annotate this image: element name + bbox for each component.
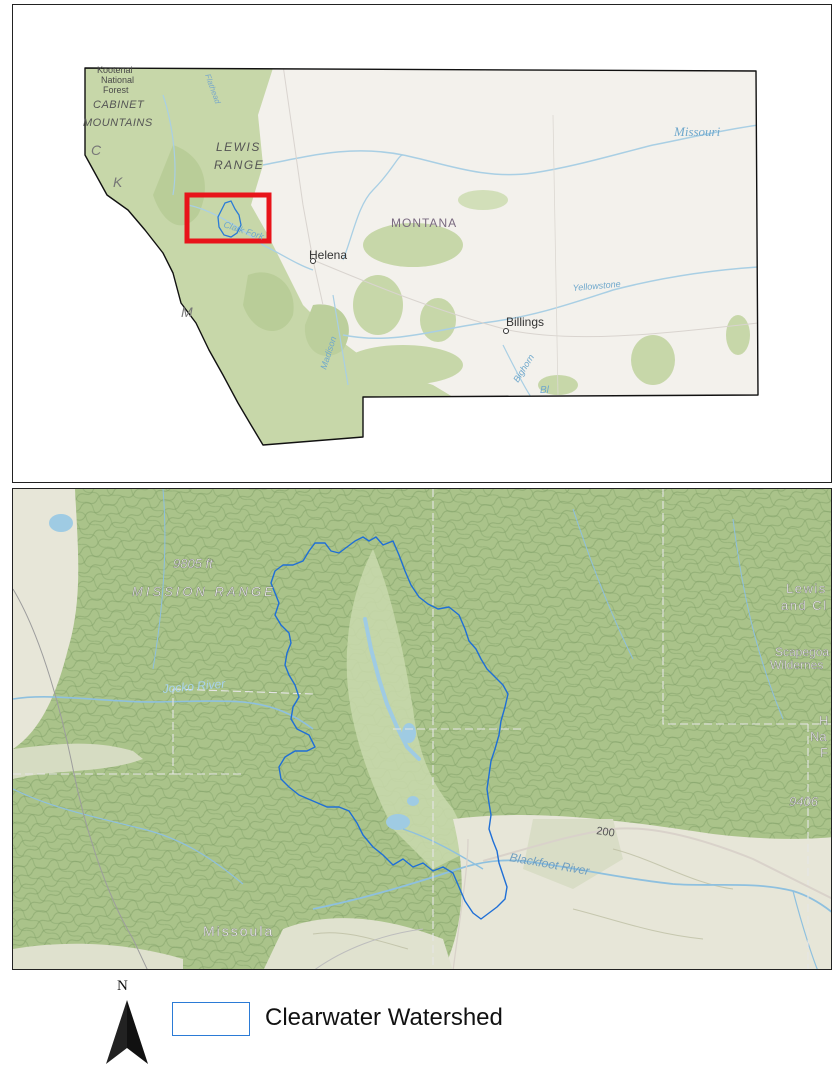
cabinet-label-1: CABINET bbox=[93, 99, 145, 111]
missouri-label: Missouri bbox=[673, 124, 721, 139]
kootenai-label-3: Forest bbox=[103, 85, 129, 95]
missoula-label: Missoula bbox=[203, 923, 274, 939]
svg-text:Lewis and Cl: Lewis and Cl bbox=[781, 581, 832, 613]
peak-9805-label: 9805 ft bbox=[173, 556, 214, 571]
jocko-river-label: Jocko River bbox=[161, 676, 227, 696]
chain-of-lakes bbox=[363, 617, 421, 761]
lewis-clark-label-1: Lewis bbox=[786, 581, 827, 596]
north-arrow-icon bbox=[106, 1000, 148, 1064]
helena-nf-label-1: H bbox=[819, 713, 828, 728]
mission-range-label: MISSION RANGE bbox=[132, 584, 276, 599]
svg-text:H Na F: H Na F bbox=[810, 713, 832, 760]
overview-map-panel: Kootenai National Forest CABINET MOUNTAI… bbox=[12, 4, 832, 483]
helena-nf-label-3: F bbox=[820, 745, 828, 760]
svg-text:CABINET MOUNTAINS: CABINET MOUNTAINS bbox=[83, 99, 153, 129]
detail-map-panel: 9805 ft MISSION RANGE Jocko River Blackf… bbox=[12, 488, 832, 970]
mission-valley bbox=[13, 489, 79, 749]
cabinet-label-2: MOUNTAINS bbox=[83, 117, 153, 129]
route-200-label: 200 bbox=[596, 825, 616, 839]
lewis-label-1: LEWIS bbox=[216, 140, 261, 154]
study-area-highlight-box bbox=[184, 192, 272, 244]
edge-letter-k: K bbox=[113, 174, 123, 190]
lake-northwest bbox=[49, 514, 73, 532]
blackfoot-river bbox=[312, 859, 831, 913]
kootenai-label-1: Kootenai bbox=[97, 65, 133, 75]
yellowstone-river bbox=[342, 266, 758, 340]
overview-map: Kootenai National Forest CABINET MOUNTAI… bbox=[83, 65, 759, 446]
svg-text:Kootenai National: Kootenai National Forest bbox=[97, 65, 137, 95]
kootenai-label-2: National bbox=[101, 75, 134, 85]
watershed-overview-outline bbox=[217, 200, 242, 238]
billings-marker bbox=[503, 328, 509, 334]
missouri-river bbox=[262, 124, 758, 176]
peak-9406-label: 9406 bbox=[789, 794, 819, 809]
scapegoat-label-1: Scapegoa bbox=[775, 645, 829, 659]
montana-label: MONTANA bbox=[391, 216, 457, 230]
svg-text:C K M: C K M bbox=[91, 142, 194, 320]
svg-text:Scapegoa Wildernes: Scapegoa Wildernes bbox=[770, 645, 832, 672]
clearwater-watershed-boundary bbox=[270, 536, 509, 920]
helena-nf-label-2: Na bbox=[810, 729, 827, 744]
helena-marker bbox=[310, 258, 316, 264]
helena-label: Helena bbox=[309, 248, 347, 262]
detail-map: 9805 ft MISSION RANGE Jocko River Blackf… bbox=[13, 489, 832, 969]
svg-text:LEWIS RANGE: LEWIS RANGE bbox=[214, 140, 266, 172]
highway-200 bbox=[482, 827, 831, 900]
yellowstone-label: Yellowstone bbox=[572, 279, 621, 293]
seeley-lake bbox=[386, 814, 410, 830]
watershed-legend-label: Clearwater Watershed bbox=[265, 1004, 503, 1031]
billings-label: Billings bbox=[506, 315, 544, 329]
bl-label: Bl bbox=[540, 385, 550, 396]
montana-state-border bbox=[84, 67, 759, 446]
edge-letter-m: M bbox=[181, 304, 194, 320]
scapegoat-label-2: Wildernes bbox=[770, 658, 823, 672]
watershed-legend-swatch bbox=[172, 1002, 250, 1036]
edge-letter-c: C bbox=[91, 142, 102, 158]
north-label: N bbox=[117, 978, 128, 994]
jocko-river bbox=[13, 696, 314, 730]
lewis-label-2: RANGE bbox=[214, 158, 264, 172]
lewis-clark-label-2: and Cl bbox=[781, 598, 828, 613]
